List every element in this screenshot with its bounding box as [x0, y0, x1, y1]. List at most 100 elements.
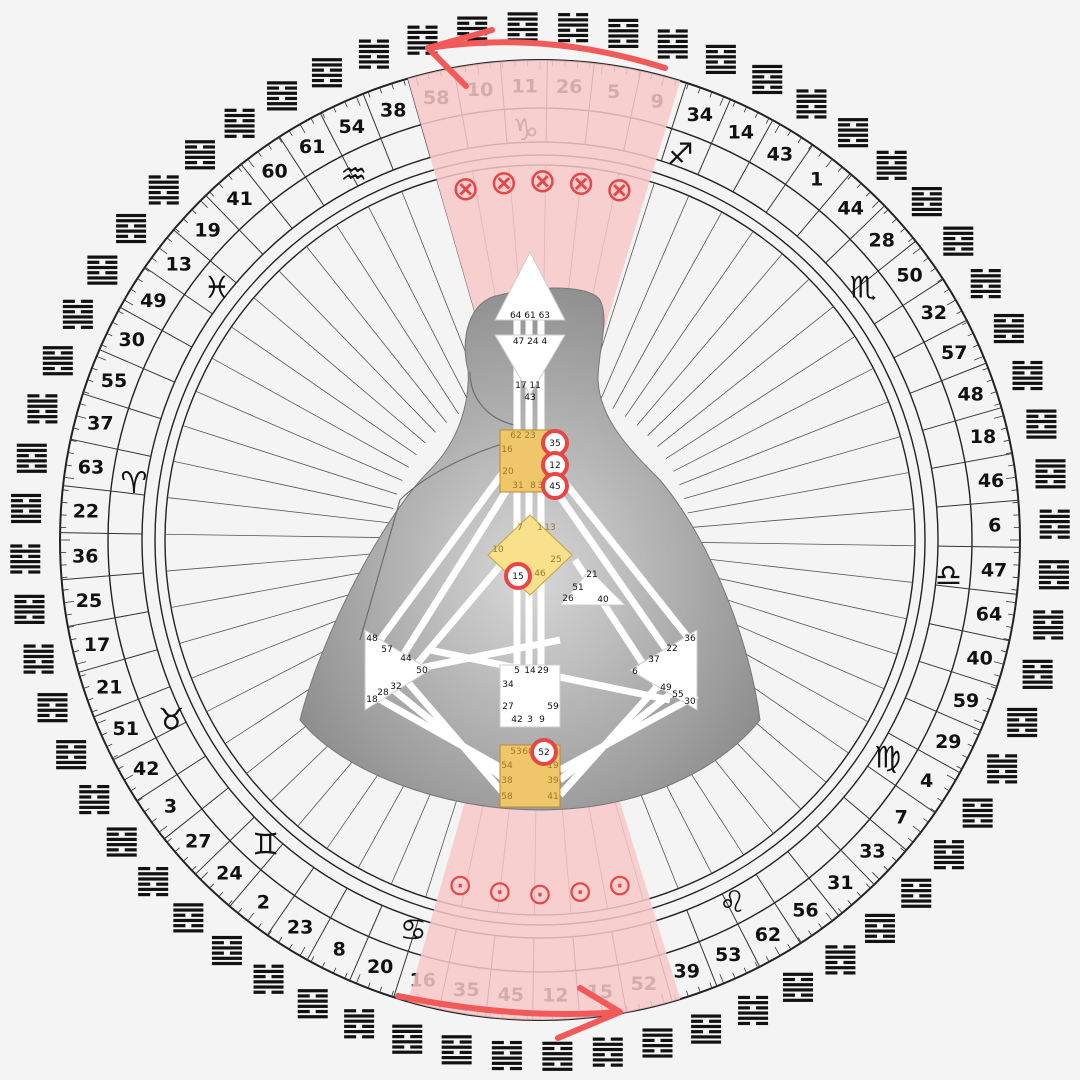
hexagram-icon: [1038, 560, 1069, 590]
solar-gate: 30: [684, 697, 696, 707]
solar-gate: 55: [672, 690, 683, 700]
hexagram-icon: [344, 1009, 375, 1039]
gate-label: 59: [953, 690, 979, 712]
wheel-tick: [257, 923, 262, 929]
gate-label: 61: [299, 136, 325, 158]
root-gate: 58: [501, 792, 513, 802]
wheel-tick: [130, 787, 137, 792]
wheel-tick: [70, 638, 77, 641]
gate-divider: [240, 164, 293, 229]
gate-label: 38: [380, 99, 406, 121]
hexagram-icon: [37, 693, 68, 723]
root-gate: 53: [510, 747, 521, 757]
hexagram-icon: [148, 175, 179, 205]
wheel-tick: [355, 96, 361, 106]
wheel-spoke: [687, 472, 909, 514]
solar-gate: 49: [660, 683, 672, 693]
zodiac-sign: ♒: [340, 158, 367, 193]
wheel-tick: [183, 218, 189, 224]
wheel-spoke: [211, 357, 410, 468]
hexagram-icon: [993, 313, 1024, 344]
throat-gate: 62: [510, 431, 521, 441]
solar-gate: 22: [666, 644, 677, 654]
wheel-tick: [218, 183, 224, 189]
wheel-tick: [847, 174, 853, 180]
wheel-tick: [837, 908, 843, 914]
sacral-gate: 9: [539, 715, 545, 725]
wheel-tick: [144, 267, 150, 272]
hexagram-icon: [491, 1040, 522, 1071]
root-gate: 60: [522, 747, 534, 757]
root-gate: 41: [547, 792, 558, 802]
wheel-tick: [64, 600, 75, 604]
wheel-tick: [79, 403, 86, 406]
wheel-tick: [891, 856, 897, 862]
gate-label: 56: [792, 900, 818, 922]
channel: [370, 691, 507, 774]
gate-label: 24: [216, 862, 242, 884]
root-gate: 38: [501, 776, 513, 786]
head-center: [494, 250, 566, 321]
wheel-tick: [117, 310, 124, 315]
wheel-tick: [200, 872, 208, 880]
wheel-tick: [765, 956, 770, 963]
hexagram-icon: [987, 754, 1018, 784]
hexagram-icon: [1007, 707, 1038, 738]
gate-divider: [266, 867, 315, 936]
hexagram-icon: [782, 972, 813, 1002]
gate-divider: [70, 438, 151, 457]
ajna-bottom-gates: 17 11: [515, 381, 541, 391]
hexagram-icon: [970, 269, 1001, 299]
wheel-tick: [982, 367, 989, 371]
personality-symbol: ⊙: [448, 868, 473, 903]
gate-divider: [918, 660, 998, 687]
sacral-gate: 34: [502, 680, 514, 690]
channel: [409, 636, 561, 674]
gate-divider: [825, 205, 885, 264]
gate-divider: [686, 909, 718, 987]
gate-divider: [796, 173, 851, 237]
gate-divider: [229, 843, 284, 907]
wheel-spoke: [306, 246, 447, 423]
wheel-tick: [865, 883, 871, 889]
wheel-tick: [943, 288, 950, 293]
activation-label: 35: [549, 439, 560, 449]
wheel-spoke: [684, 436, 901, 500]
gate-label: 29: [935, 731, 961, 753]
wheel-tick: [96, 355, 106, 361]
gate-divider: [67, 611, 149, 627]
wheel-tick: [946, 299, 956, 306]
wheel-tick: [158, 825, 168, 833]
gate-divider: [119, 306, 193, 348]
wheel-spoke: [182, 425, 398, 495]
wheel-tick: [994, 403, 1001, 406]
g-gate: 46: [534, 569, 546, 579]
gate-divider: [887, 732, 961, 774]
wheel-tick: [1000, 427, 1007, 430]
hexagram-icon: [1026, 409, 1057, 439]
wheel-spoke: [336, 224, 459, 415]
throat-gate: 20: [502, 467, 514, 477]
wheel-spoke: [657, 306, 834, 447]
wheel-tick: [124, 774, 134, 781]
gate-divider: [205, 195, 264, 255]
wheel-tick: [974, 355, 984, 361]
wheel-tick: [732, 101, 736, 108]
gate-divider: [306, 887, 348, 961]
gate-divider: [78, 649, 158, 673]
gate-divider: [60, 532, 143, 535]
hexagram-icon: [1035, 459, 1066, 489]
wheel-spoke: [636, 253, 783, 426]
gate-label: 55: [101, 370, 127, 392]
wheel-tick: [158, 247, 168, 255]
activation-marker: [541, 472, 569, 500]
gate-divider: [936, 499, 1019, 508]
wheel-tick: [278, 937, 283, 943]
wheel-tick: [865, 191, 871, 197]
g-gate: 1: [537, 523, 543, 533]
wheel-tick: [994, 674, 1001, 677]
wheel-tick: [900, 227, 906, 233]
gate-divider: [93, 686, 171, 718]
gate-label: 33: [859, 841, 885, 863]
gate-divider: [787, 851, 840, 916]
